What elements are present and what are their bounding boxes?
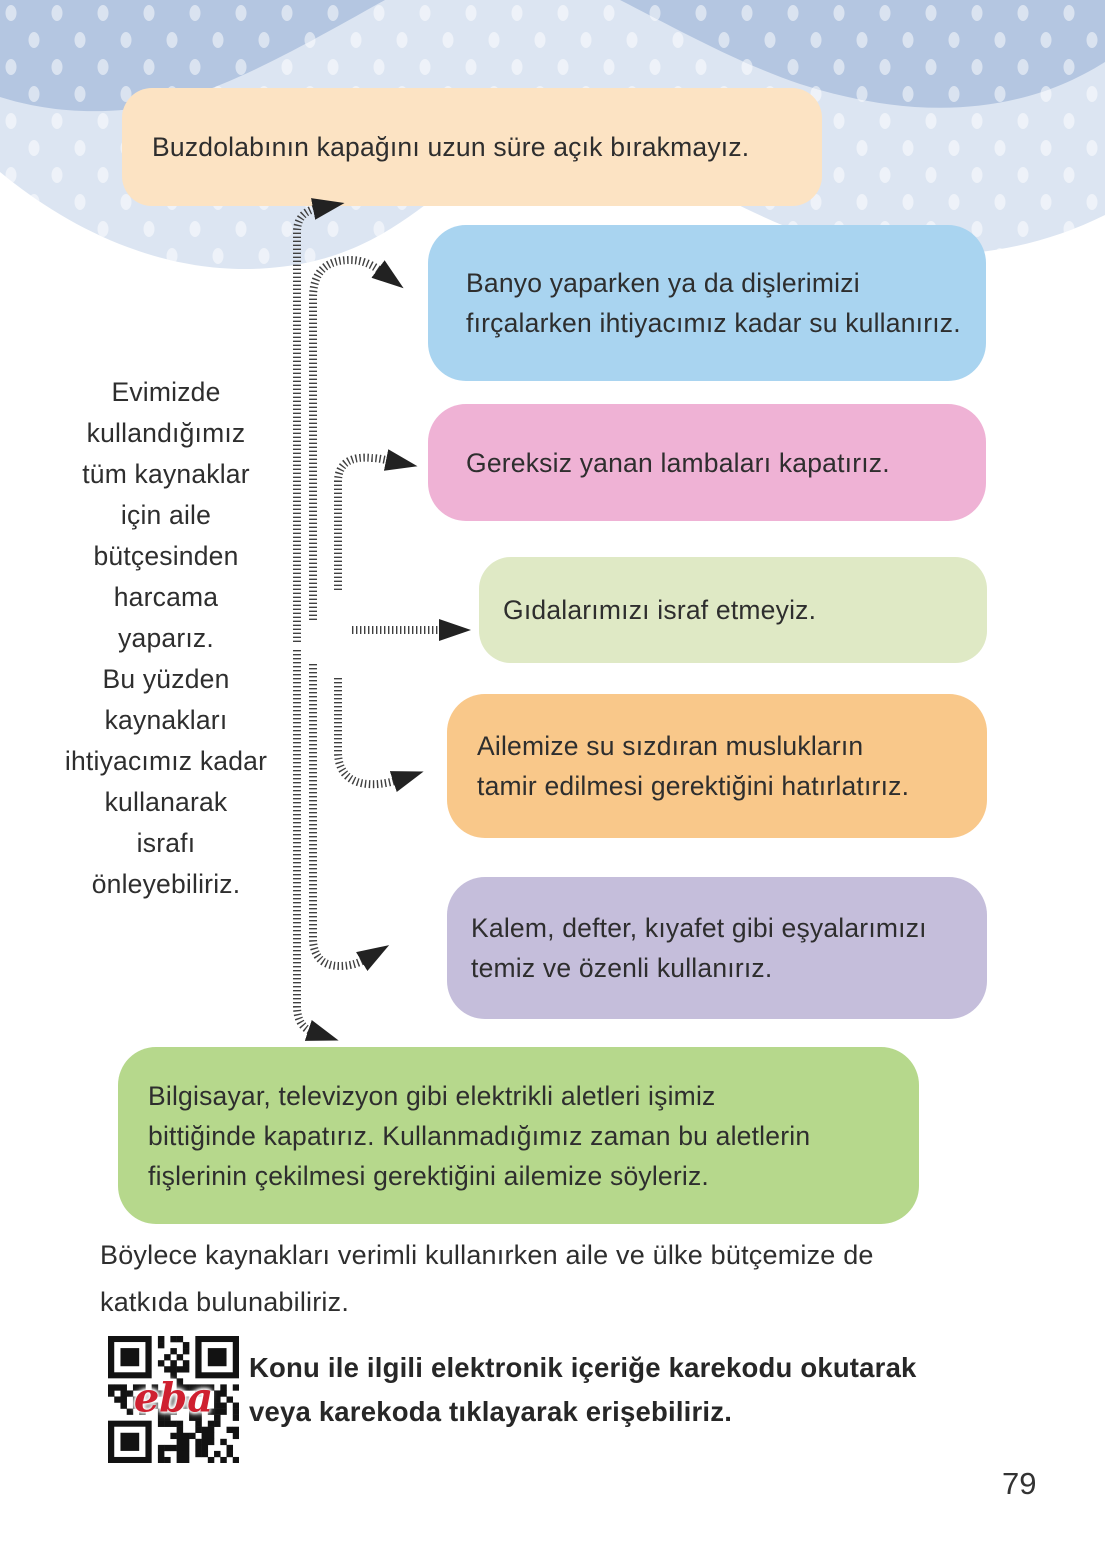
conclusion-text: Böylece kaynakları verimli kullanırken a… [100, 1240, 874, 1317]
arrow-to-belongings [309, 664, 390, 972]
tip-box-electronics: Bilgisayar, televizyon gibi elektrikli a… [118, 1047, 919, 1224]
tip-box-lamps: Gereksiz yanan lambaları kapatırız. [428, 404, 986, 521]
qr-code[interactable]: eba [108, 1336, 239, 1463]
arrow-to-lamps [334, 449, 418, 590]
qr-caption: Konu ile ilgili elektronik içeriğe karek… [249, 1352, 917, 1427]
tip-box-fridge: Buzdolabının kapağını uzun süre açık bır… [122, 88, 822, 206]
tip-box-water: Banyo yaparken ya da dişlerimizi fırçala… [428, 225, 986, 381]
qr-pattern [108, 1336, 239, 1463]
center-description: Evimizde kullandığımız tüm kaynaklar içi… [64, 377, 268, 899]
arrow-to-faucet [334, 678, 424, 793]
arrow-to-water [309, 255, 404, 620]
eba-logo: eba [133, 1374, 214, 1422]
tip-box-faucet: Ailemize su sızdıran muslukların tamir e… [447, 694, 987, 838]
page-number: 79 [1002, 1466, 1037, 1501]
tip-box-food: Gıdalarımızı israf etmeyiz. [479, 557, 987, 663]
tip-box-belongings: Kalem, defter, kıyafet gibi eşyalarımızı… [447, 877, 987, 1019]
